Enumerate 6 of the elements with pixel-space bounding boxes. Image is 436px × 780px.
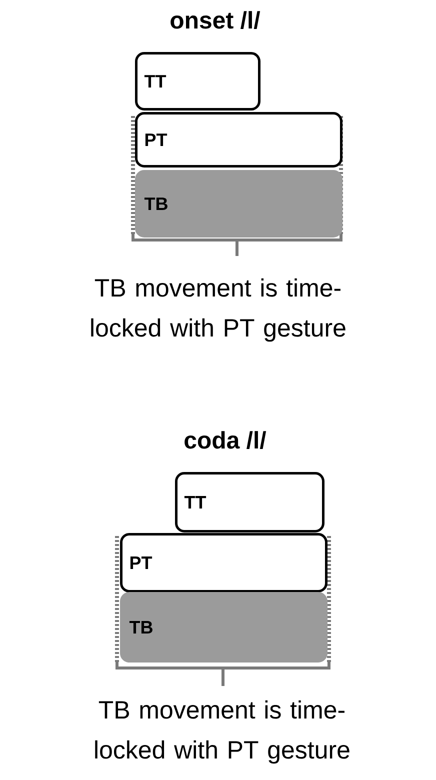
box: TT bbox=[175, 472, 324, 532]
box: TB bbox=[120, 592, 328, 662]
box: TT bbox=[135, 52, 260, 111]
box: PT bbox=[135, 112, 342, 168]
box: TB bbox=[135, 170, 342, 238]
box: PT bbox=[120, 533, 328, 592]
